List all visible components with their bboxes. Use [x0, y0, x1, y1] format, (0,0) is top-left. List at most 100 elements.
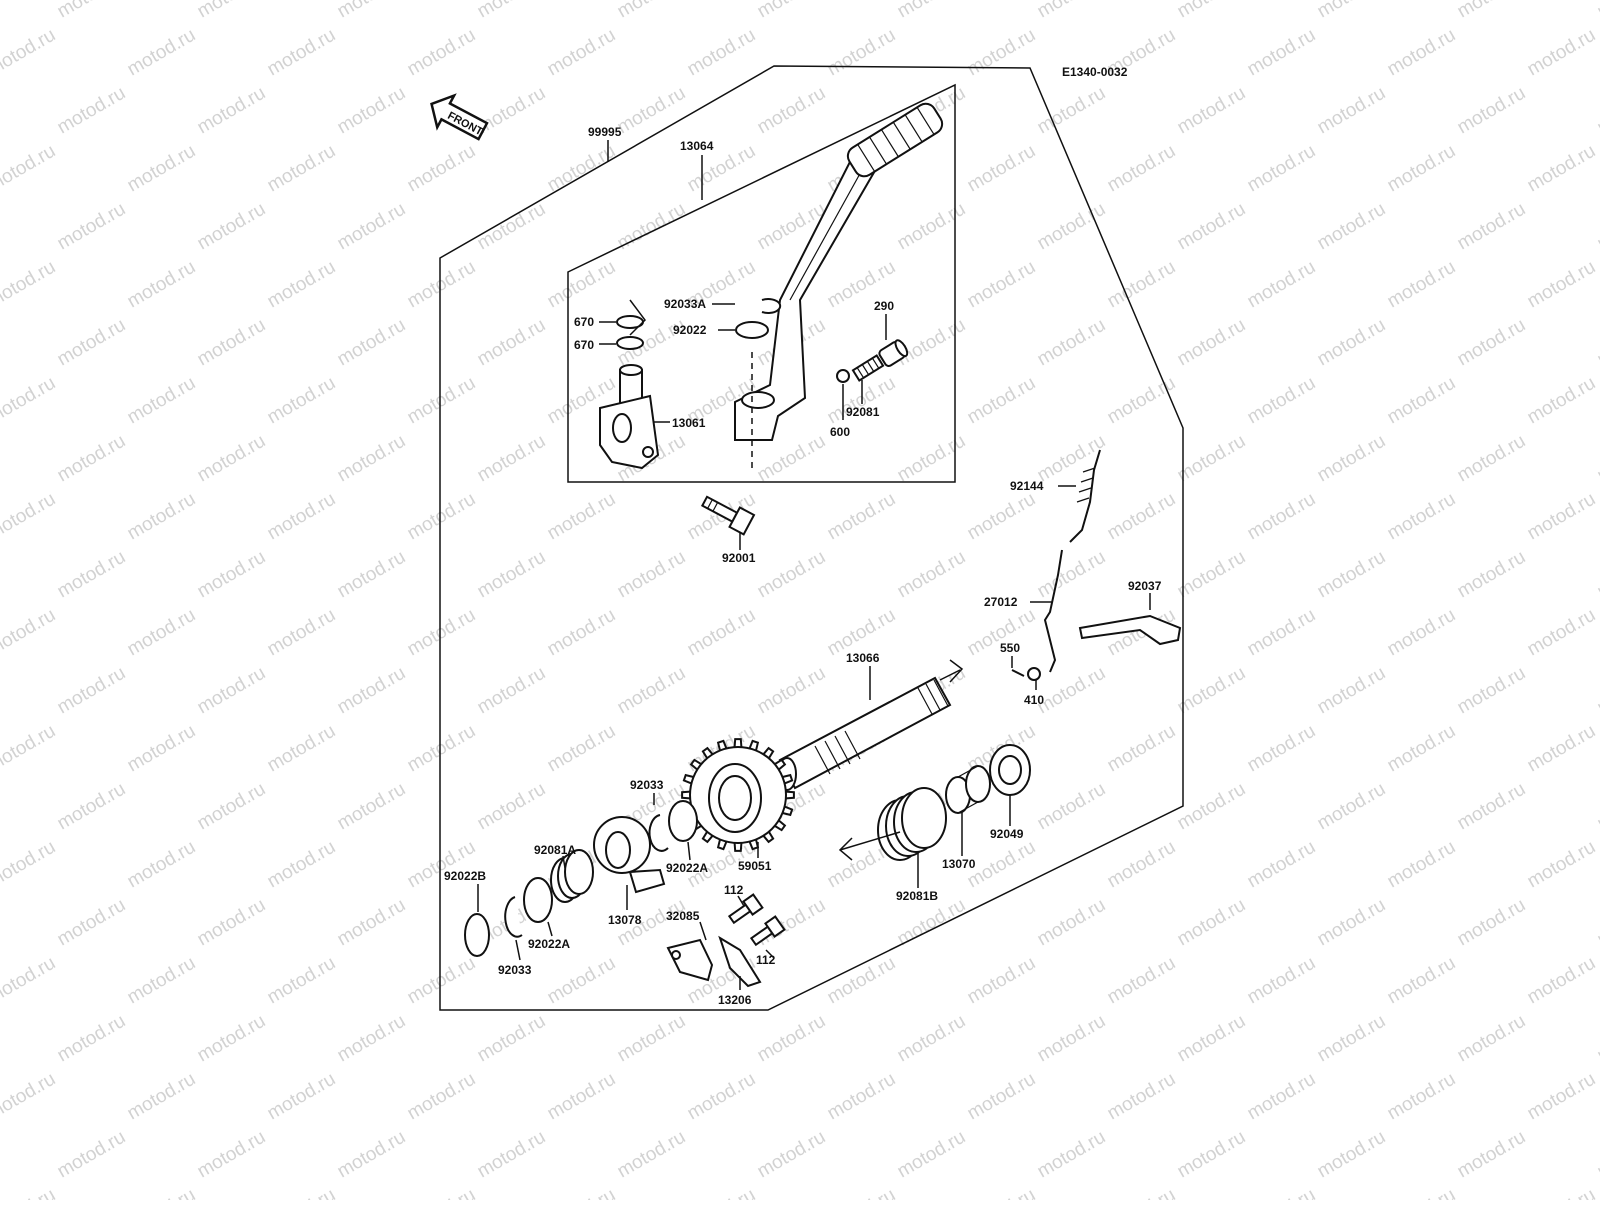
- watermark-text: motod.ru: [334, 315, 409, 371]
- watermark-text: motod.ru: [964, 489, 1039, 545]
- watermark-text: motod.ru: [824, 1185, 899, 1200]
- watermark-text: motod.ru: [894, 1011, 969, 1067]
- watermark-text: motod.ru: [264, 25, 339, 81]
- watermark-text: motod.ru: [824, 1069, 899, 1125]
- watermark-text: motod.ru: [334, 663, 409, 719]
- watermark-text: motod.ru: [1384, 489, 1459, 545]
- watermark-text: motod.ru: [334, 779, 409, 835]
- label-59051: 59051: [738, 859, 772, 873]
- watermark-text: motod.ru: [474, 0, 549, 22]
- watermark-text: motod.ru: [474, 1011, 549, 1067]
- watermark-text: motod.ru: [544, 1185, 619, 1200]
- plunger-290: [878, 339, 909, 367]
- watermark-text: motod.ru: [54, 83, 129, 139]
- bolt-112-lower: [749, 915, 786, 947]
- watermark-text: motod.ru: [0, 1069, 59, 1125]
- watermark-text: motod.ru: [894, 1127, 969, 1183]
- watermark-text: motod.ru: [824, 953, 899, 1009]
- watermark-text: motod.ru: [1314, 1127, 1389, 1183]
- watermark-text: motod.ru: [264, 721, 339, 777]
- watermark-text: motod.ru: [1594, 83, 1600, 139]
- watermark-text: motod.ru: [334, 1011, 409, 1067]
- watermark-text: motod.ru: [54, 199, 129, 255]
- watermark-text: motod.ru: [54, 547, 129, 603]
- watermark-text: motod.ru: [1034, 547, 1109, 603]
- watermark-text: motod.ru: [1104, 141, 1179, 197]
- diagram-code: E1340-0032: [1062, 65, 1128, 79]
- watermark-text: motod.ru: [1524, 605, 1599, 661]
- watermark-text: motod.ru: [754, 1127, 829, 1183]
- watermark-text: motod.ru: [1104, 1069, 1179, 1125]
- watermark-text: motod.ru: [614, 199, 689, 255]
- pedal-subassembly-box: [567, 83, 956, 483]
- watermark-text: motod.ru: [264, 953, 339, 1009]
- label-670-upper: 670: [574, 315, 594, 329]
- watermark-text: motod.ru: [894, 199, 969, 255]
- watermark-text: motod.ru: [194, 1127, 269, 1183]
- watermark-text: motod.ru: [474, 431, 549, 487]
- watermark-text: motod.ru: [1104, 489, 1179, 545]
- watermark-text: motod.ru: [1524, 953, 1599, 1009]
- label-13206: 13206: [718, 993, 752, 1007]
- label-670-lower: 670: [574, 338, 594, 352]
- watermark-text: motod.ru: [824, 489, 899, 545]
- watermark-text: motod.ru: [1314, 547, 1389, 603]
- watermark-text: motod.ru: [1314, 83, 1389, 139]
- watermark-text: motod.ru: [334, 895, 409, 951]
- label-92144: 92144: [1010, 479, 1044, 493]
- watermark-text: motod.ru: [264, 1069, 339, 1125]
- watermark-text: motod.ru: [1174, 431, 1249, 487]
- label-290: 290: [874, 299, 894, 313]
- watermark-text: motod.ru: [1384, 721, 1459, 777]
- watermark-text: motod.ru: [404, 257, 479, 313]
- watermark-text: motod.ru: [1244, 25, 1319, 81]
- watermark-text: motod.ru: [1034, 1011, 1109, 1067]
- watermark-text: motod.ru: [1594, 1011, 1600, 1067]
- washer-92022b: [464, 913, 490, 957]
- watermark-text: motod.ru: [1384, 25, 1459, 81]
- watermark-text: motod.ru: [264, 489, 339, 545]
- watermark-text: motod.ru: [1594, 315, 1600, 371]
- watermark-text: motod.ru: [1034, 779, 1109, 835]
- watermark-text: motod.ru: [1174, 315, 1249, 371]
- watermark-text: motod.ru: [404, 953, 479, 1009]
- watermark-text: motod.ru: [1454, 1011, 1529, 1067]
- watermark-text: motod.ru: [614, 0, 689, 22]
- watermark-text: motod.ru: [1314, 1011, 1389, 1067]
- watermark-text: motod.ru: [404, 25, 479, 81]
- label-410: 410: [1024, 693, 1044, 707]
- part-labels: 99995 13064 92033A 92022 670 670 13061 2…: [444, 125, 1162, 1007]
- watermark-text: motod.ru: [54, 1011, 129, 1067]
- watermark-text: motod.ru: [1244, 373, 1319, 429]
- watermark-text: motod.ru: [1034, 0, 1109, 22]
- watermark-text: motod.ru: [894, 547, 969, 603]
- label-92022a-lower: 92022A: [528, 937, 570, 951]
- gear-59051: [681, 738, 795, 852]
- watermark-text: motod.ru: [614, 83, 689, 139]
- watermark-text: motod.ru: [1104, 721, 1179, 777]
- watermark-text: motod.ru: [194, 431, 269, 487]
- watermark-text: motod.ru: [1524, 373, 1599, 429]
- watermark-text: motod.ru: [754, 547, 829, 603]
- label-92081: 92081: [846, 405, 880, 419]
- watermark-text: motod.ru: [1244, 605, 1319, 661]
- watermark-text: motod.ru: [334, 431, 409, 487]
- watermark-text: motod.ru: [0, 257, 59, 313]
- watermark-text: motod.ru: [124, 489, 199, 545]
- watermark-text: motod.ru: [1384, 1185, 1459, 1200]
- watermark-text: motod.ru: [1314, 779, 1389, 835]
- label-92049: 92049: [990, 827, 1024, 841]
- washer-410: [1027, 667, 1041, 681]
- watermark-text: motod.ru: [1594, 663, 1600, 719]
- label-13066: 13066: [846, 651, 880, 665]
- watermark-text: motod.ru: [1174, 663, 1249, 719]
- watermark-text: motod.ru: [964, 1185, 1039, 1200]
- watermark-text: motod.ru: [544, 1069, 619, 1125]
- watermark-text: motod.ru: [1244, 1069, 1319, 1125]
- watermark-text: motod.ru: [194, 83, 269, 139]
- watermark-text: motod.ru: [124, 605, 199, 661]
- watermark-text: motod.ru: [474, 663, 549, 719]
- watermark-text: motod.ru: [1454, 895, 1529, 951]
- watermark-text: motod.ru: [1454, 315, 1529, 371]
